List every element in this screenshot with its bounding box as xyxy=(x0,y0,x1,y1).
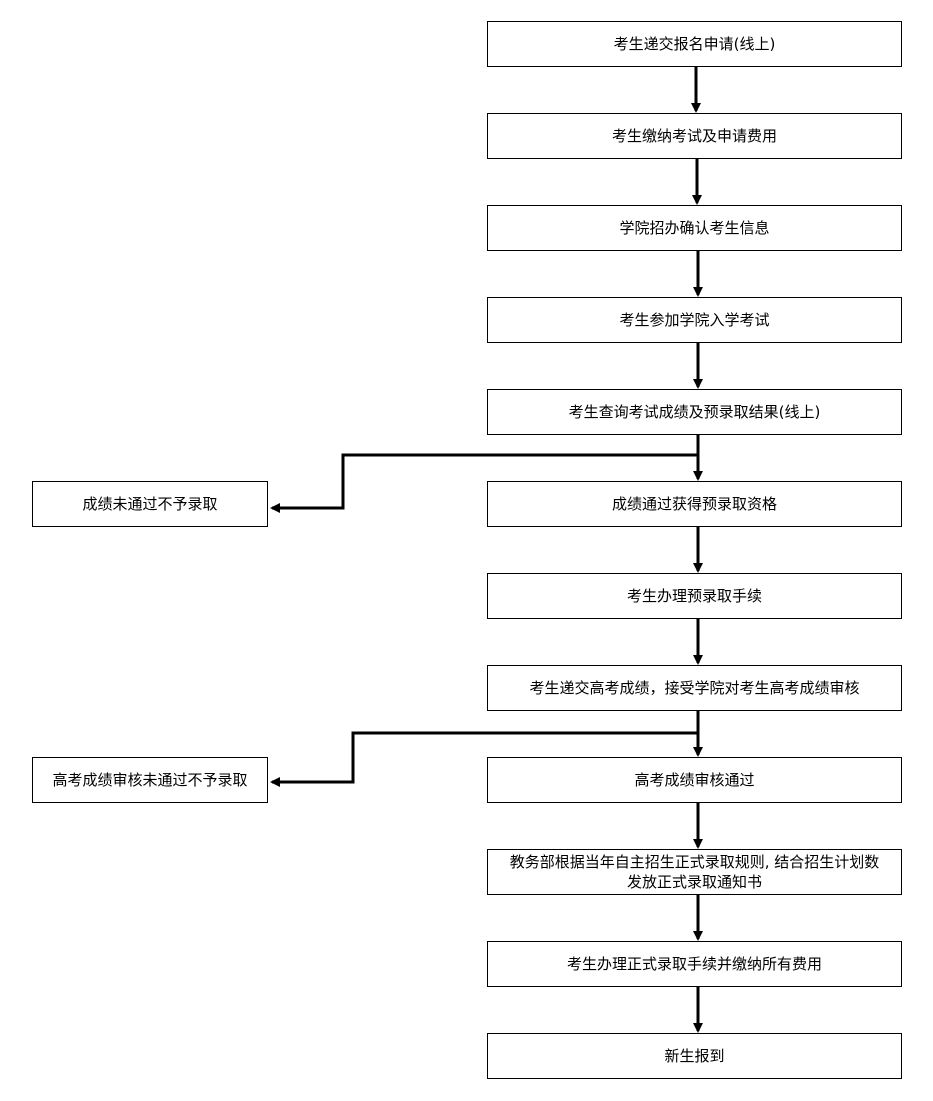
admission-notice-line-1: 教务部根据当年自主招生正式录取规则, 结合招生计划数 xyxy=(509,853,880,871)
step-issue-admission-notice: 教务部根据当年自主招生正式录取规则, 结合招生计划数 发放正式录取通知书 xyxy=(487,849,902,895)
branch-exam-failed: 成绩未通过不予录取 xyxy=(32,481,268,527)
step-freshman-registration: 新生报到 xyxy=(487,1033,902,1079)
step-query-results: 考生查询考试成绩及预录取结果(线上) xyxy=(487,389,902,435)
step-take-entrance-exam: 考生参加学院入学考试 xyxy=(487,297,902,343)
step-submit-application: 考生递交报名申请(线上) xyxy=(487,21,902,67)
step-pay-exam-fee: 考生缴纳考试及申请费用 xyxy=(487,113,902,159)
step-confirm-info: 学院招办确认考生信息 xyxy=(487,205,902,251)
step-formal-admission-procedures: 考生办理正式录取手续并缴纳所有费用 xyxy=(487,941,902,987)
step-gaokao-review-passed: 高考成绩审核通过 xyxy=(487,757,902,803)
branch-gaokao-review-failed: 高考成绩审核未通过不予录取 xyxy=(32,757,268,803)
step-submit-gaokao-scores: 考生递交高考成绩，接受学院对考生高考成绩审核 xyxy=(487,665,902,711)
step-pre-admission-procedures: 考生办理预录取手续 xyxy=(487,573,902,619)
admission-notice-line-2: 发放正式录取通知书 xyxy=(626,873,762,891)
step-pre-admission-qualified: 成绩通过获得预录取资格 xyxy=(487,481,902,527)
